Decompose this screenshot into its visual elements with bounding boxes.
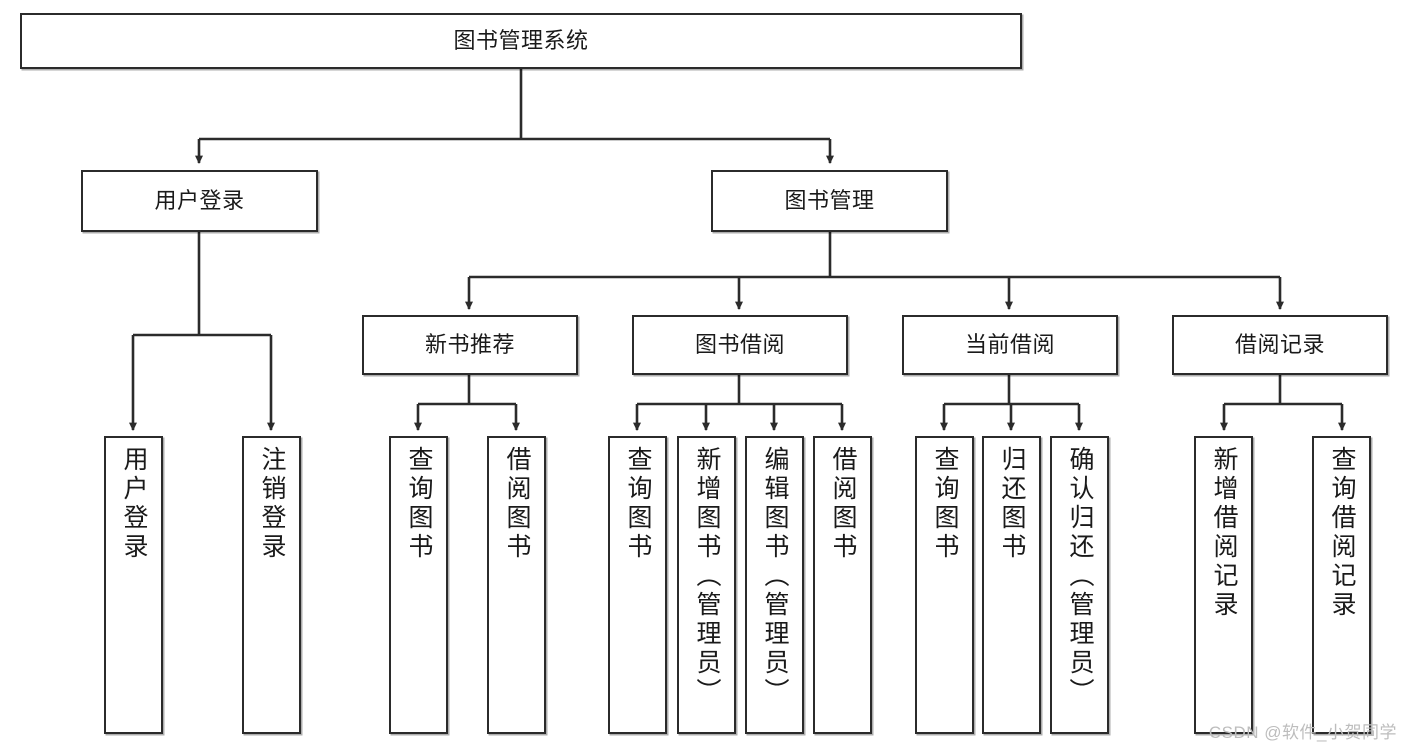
leaf-borrow-query-book[interactable]: 查询图书 — [608, 436, 667, 734]
node-current-borrow[interactable]: 当前借阅 — [902, 315, 1118, 375]
node-label: 用户登录 — [120, 446, 148, 562]
node-label: 图书管理系统 — [453, 28, 589, 54]
leaf-current-confirm-return-admin[interactable]: 确认归还（管理员） — [1050, 436, 1109, 734]
node-label: 借阅图书 — [503, 446, 531, 562]
leaf-user-login-login[interactable]: 用户登录 — [104, 436, 163, 734]
leaf-recommend-query-book[interactable]: 查询图书 — [389, 436, 448, 734]
node-label: 编辑图书（管理员） — [761, 446, 789, 707]
node-label: 当前借阅 — [964, 332, 1055, 358]
node-root-system[interactable]: 图书管理系统 — [20, 13, 1022, 69]
leaf-record-query-record[interactable]: 查询借阅记录 — [1312, 436, 1371, 734]
node-label: 借阅记录 — [1234, 332, 1325, 358]
leaf-borrow-edit-book-admin[interactable]: 编辑图书（管理员） — [745, 436, 804, 734]
node-label: 查询图书 — [624, 446, 652, 562]
leaf-current-query-book[interactable]: 查询图书 — [915, 436, 974, 734]
node-label: 确认归还（管理员） — [1066, 446, 1094, 707]
node-label: 查询借阅记录 — [1328, 446, 1356, 620]
node-label: 用户登录 — [154, 188, 245, 214]
node-label: 注销登录 — [258, 446, 286, 562]
node-label: 新书推荐 — [424, 332, 515, 358]
leaf-user-login-logout[interactable]: 注销登录 — [242, 436, 301, 734]
node-label: 新增图书（管理员） — [693, 446, 721, 707]
node-book-borrow[interactable]: 图书借阅 — [632, 315, 848, 375]
node-label: 查询图书 — [405, 446, 433, 562]
node-label: 查询图书 — [931, 446, 959, 562]
node-label: 图书管理 — [784, 188, 875, 214]
node-book-management[interactable]: 图书管理 — [711, 170, 948, 232]
node-label: 新增借阅记录 — [1210, 446, 1238, 620]
node-borrow-record[interactable]: 借阅记录 — [1172, 315, 1388, 375]
leaf-recommend-borrow-book[interactable]: 借阅图书 — [487, 436, 546, 734]
leaf-borrow-borrow-book[interactable]: 借阅图书 — [813, 436, 872, 734]
node-label: 归还图书 — [998, 446, 1026, 562]
node-new-book-recommend[interactable]: 新书推荐 — [362, 315, 578, 375]
leaf-current-return-book[interactable]: 归还图书 — [982, 436, 1041, 734]
node-label: 图书借阅 — [694, 332, 785, 358]
node-label: 借阅图书 — [829, 446, 857, 562]
leaf-borrow-add-book-admin[interactable]: 新增图书（管理员） — [677, 436, 736, 734]
leaf-record-add-record[interactable]: 新增借阅记录 — [1194, 436, 1253, 734]
node-user-login[interactable]: 用户登录 — [81, 170, 318, 232]
